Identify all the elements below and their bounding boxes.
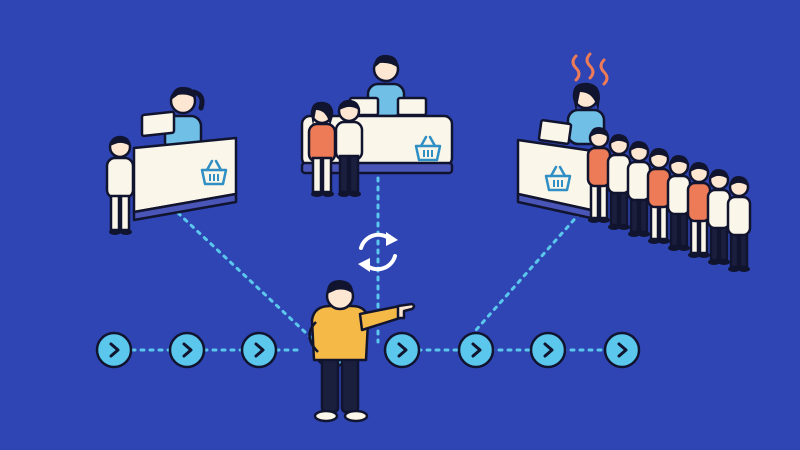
cashier-right [537, 82, 606, 146]
queue-customer [626, 141, 652, 237]
chevron-right-icon [603, 331, 641, 369]
chevron-right-icon [240, 331, 278, 369]
counter-left [105, 86, 238, 235]
chevron-right-icon [383, 331, 421, 369]
cashier-middle [348, 54, 428, 118]
counter-right [516, 52, 752, 272]
steam-icon [571, 52, 609, 86]
chevron-right-icon [457, 331, 495, 369]
shopping-basket-icon [200, 159, 228, 186]
shopping-basket-icon [544, 165, 572, 192]
queue-customer [726, 176, 752, 272]
customer-middle-2 [334, 99, 364, 197]
dotted-line-left [176, 211, 324, 350]
queue-customer [686, 162, 712, 258]
chevron-right-icon [95, 331, 133, 369]
right-queue [586, 127, 752, 272]
laptop-icon [140, 110, 176, 138]
decision-person [308, 280, 416, 423]
customer-middle-1 [307, 101, 337, 197]
queue-customer [586, 127, 612, 223]
chevron-right-icon [529, 331, 567, 369]
queue-customer [706, 169, 732, 265]
chevron-right-icon [168, 331, 206, 369]
shopping-basket-icon [414, 135, 442, 162]
queue-customer [666, 155, 692, 251]
dotted-line-right [474, 211, 582, 332]
refresh-icon [358, 232, 398, 272]
queue-customer [646, 148, 672, 244]
customer-left [105, 135, 135, 235]
laptop-icon [537, 119, 573, 145]
counter-middle [300, 54, 454, 197]
queue-customer [606, 134, 632, 230]
